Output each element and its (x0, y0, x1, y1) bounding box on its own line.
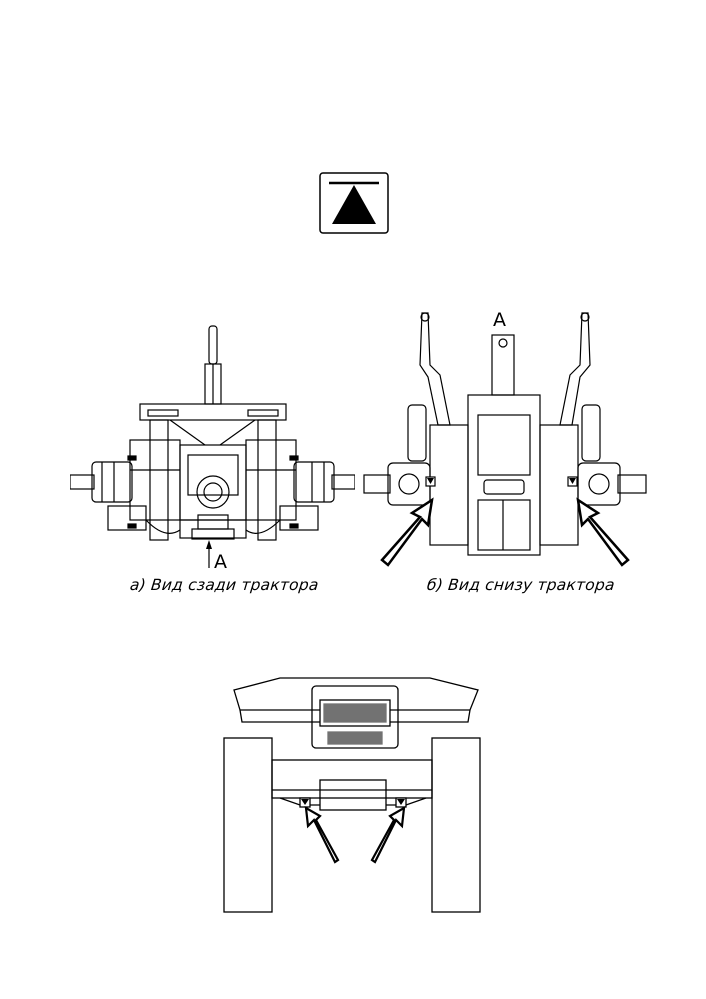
figure-front-view (220, 670, 490, 915)
figure-bottom-view (360, 305, 650, 570)
caption-rear-view: а) Вид сзади трактора (129, 576, 320, 594)
figure-rear-view (70, 320, 355, 575)
jack-lift-symbol-icon (319, 172, 389, 234)
caption-bottom-view: б) Вид снизу трактора (426, 576, 616, 594)
view-marker-a-rear: A (214, 551, 227, 573)
view-marker-a-bottom: A (493, 309, 506, 331)
